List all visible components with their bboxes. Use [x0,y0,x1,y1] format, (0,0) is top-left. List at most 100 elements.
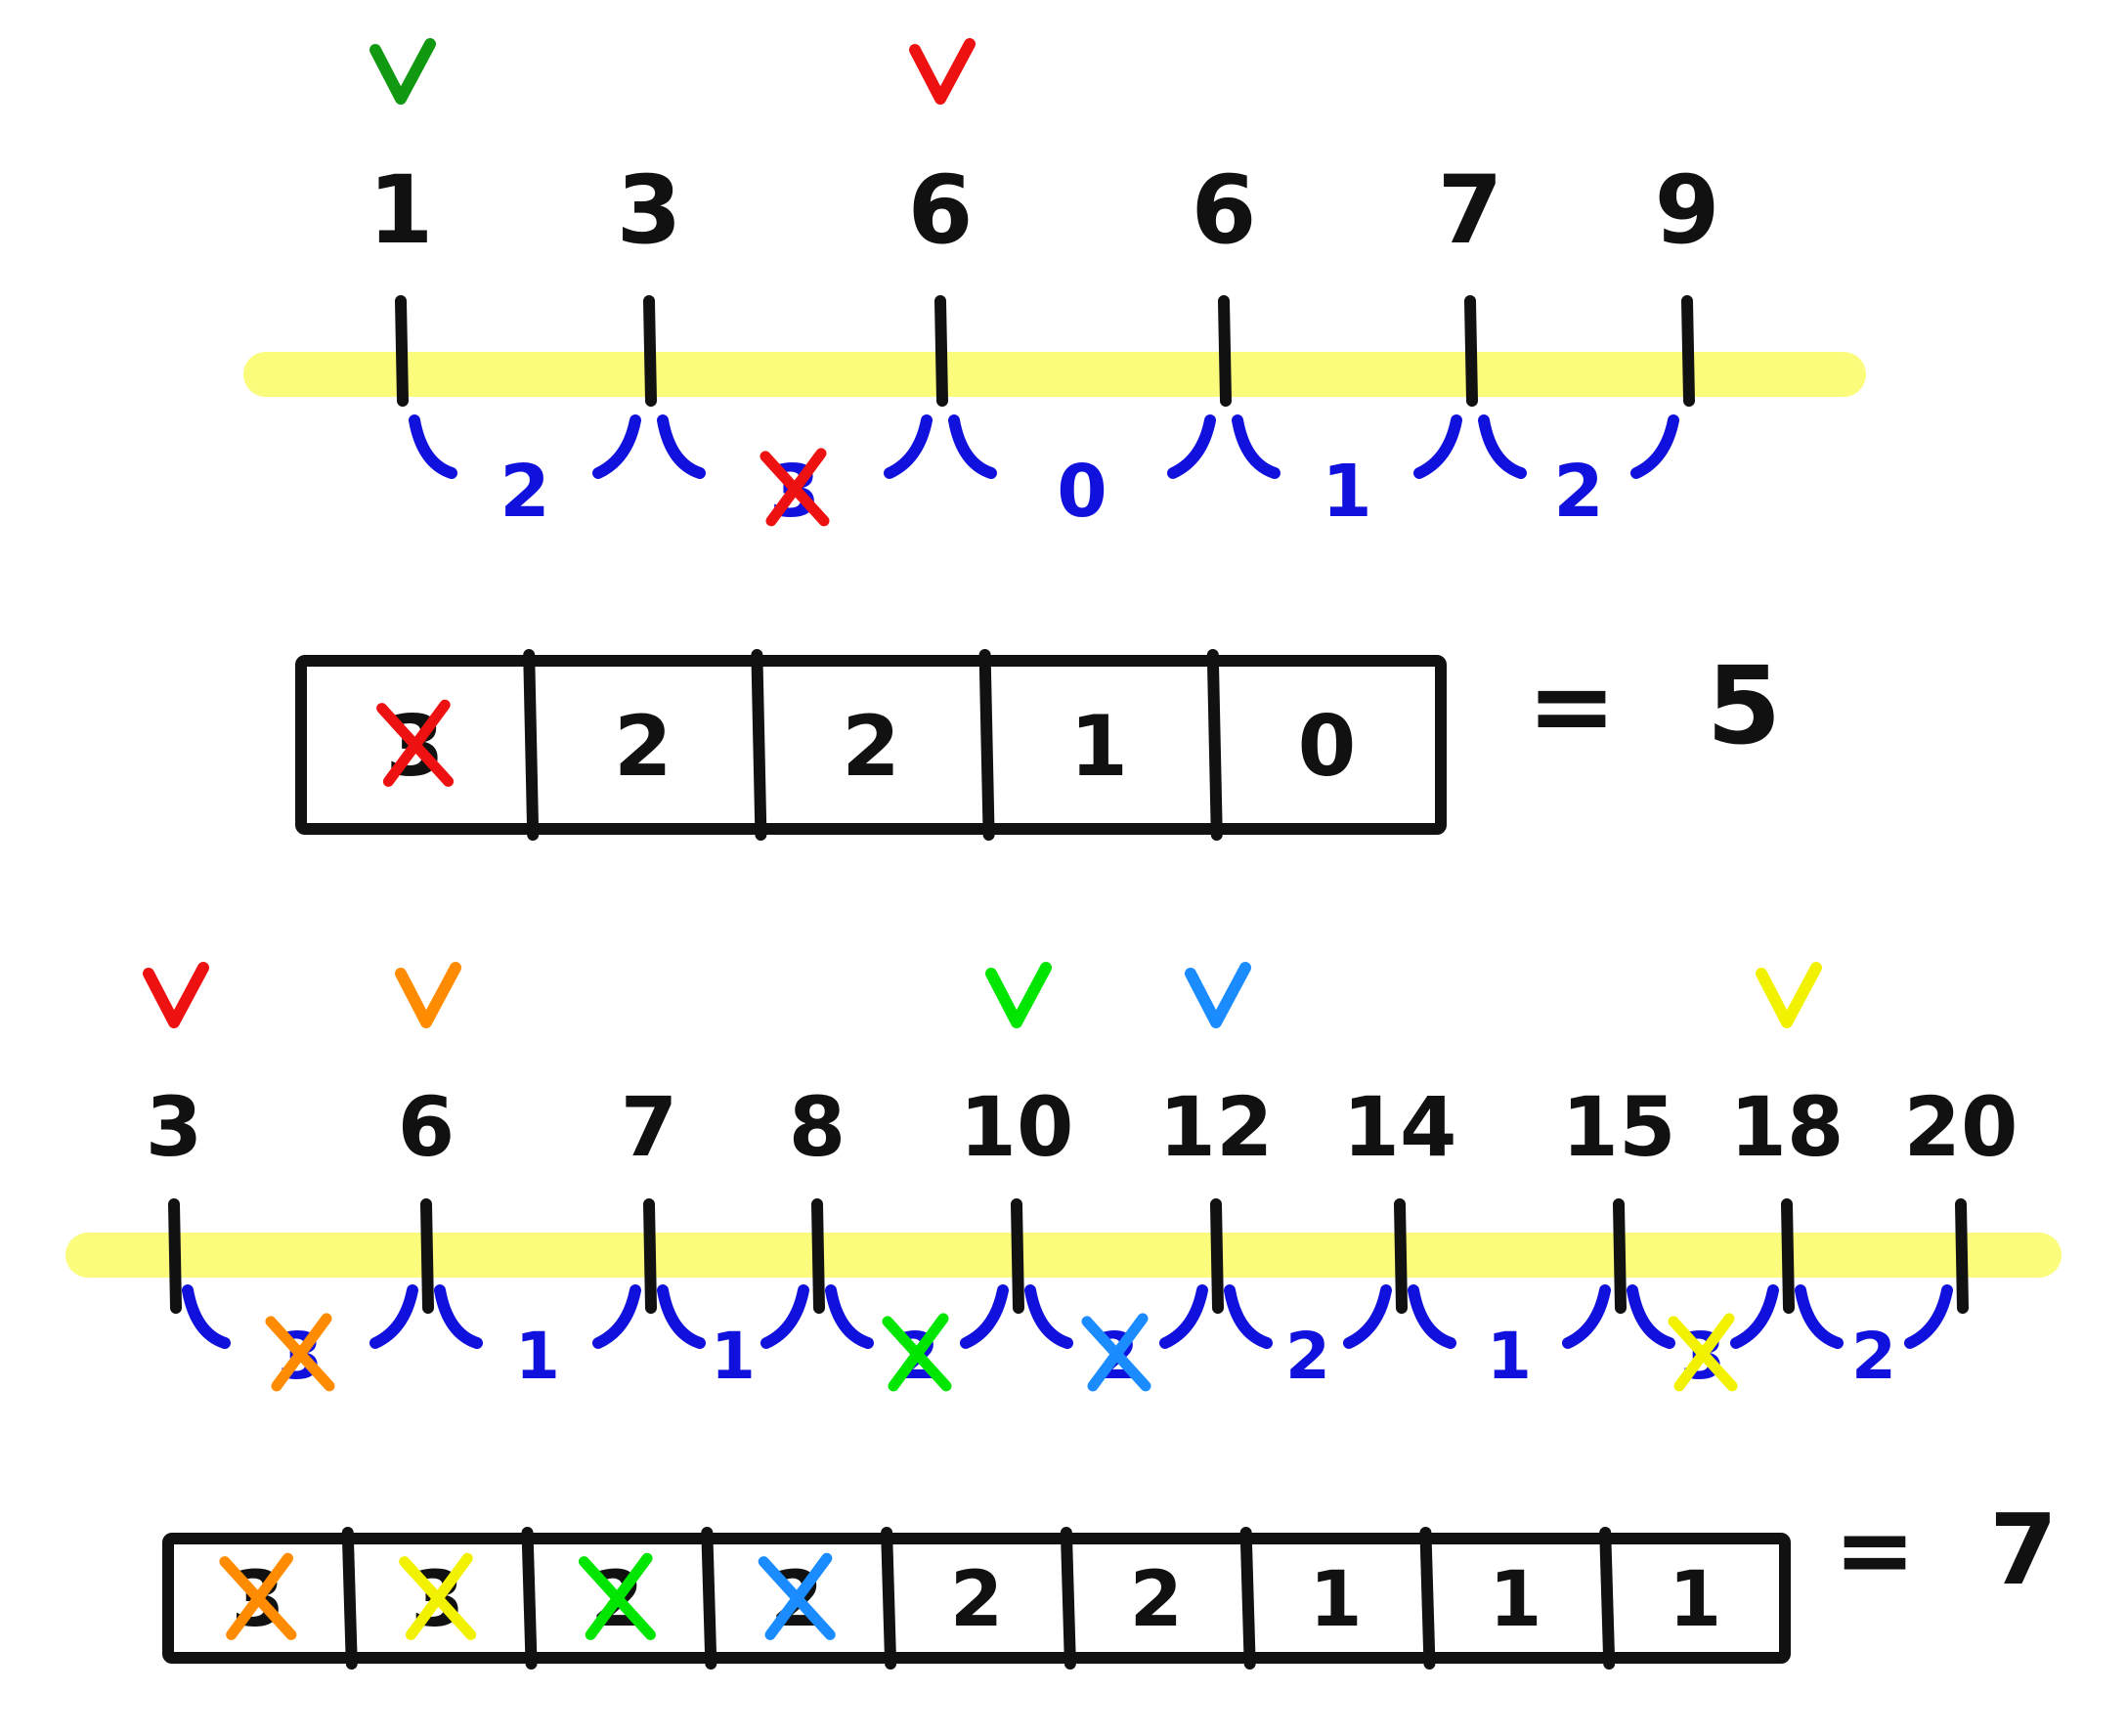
gap-cross-orange [265,1313,335,1392]
cell-divider [978,649,995,841]
cell-divider [1206,649,1223,841]
gap-value: 0 [1057,450,1107,534]
gap-cross-yellow [1668,1313,1738,1392]
cell-divider [751,649,767,841]
gap-brace-left [825,1284,874,1349]
sorted-cell-value: 0 [1297,698,1356,796]
gap-value: 2 [499,450,550,534]
gap-value: 1 [1487,1319,1532,1394]
check-mark-lime [985,962,1052,1028]
gap-value: 2 [1851,1319,1896,1394]
number-label: 9 [1655,155,1720,265]
gap-value: 1 [515,1319,560,1394]
sorted-cell-value: 1 [1309,1556,1362,1644]
check-mark-red [143,962,209,1028]
gap-cross-lime [882,1313,952,1392]
gap-brace-left [1408,1284,1456,1349]
gap-cross-red [760,448,830,527]
gap-brace-left [1795,1284,1844,1349]
tick-mark [420,1198,434,1314]
cell-divider [881,1527,897,1670]
sorted-cell-value: 2 [1130,1556,1183,1644]
tick-mark [643,295,657,407]
gap-brace-right [1904,1284,1953,1349]
cell-divider [521,1527,538,1670]
check-mark-orange [395,962,461,1028]
gap-brace-right [592,1284,641,1349]
tick-mark [811,1198,825,1314]
gap-brace-right [760,1284,809,1349]
cell-cross-lime [578,1552,656,1640]
gap-brace-left [657,1284,706,1349]
tick-mark [1781,1198,1795,1314]
cell-divider [1060,1527,1076,1670]
tick-mark [1011,1198,1024,1314]
gap-brace-left [434,1284,483,1349]
number-label: 8 [789,1079,846,1175]
gap-brace-right [1413,414,1462,479]
number-label: 7 [1438,155,1503,265]
gap-brace-right [1343,1284,1392,1349]
sorted-cell-value: 2 [842,698,900,796]
check-mark-red [909,38,976,105]
gap-brace-right [1167,414,1216,479]
tick-mark [1210,1198,1224,1314]
number-label: 14 [1343,1079,1457,1175]
number-label: 18 [1730,1079,1845,1175]
result-equals: = [1834,1493,1916,1607]
sorted-cell-value: 1 [1069,698,1128,796]
tick-mark [168,1198,182,1314]
sorted-cell-value: 1 [1669,1556,1721,1644]
gap-brace-right [1630,414,1679,479]
gap-value: 1 [1322,450,1372,534]
number-label: 6 [908,155,974,265]
gap-brace-left [409,414,457,479]
gap-value: 1 [711,1319,756,1394]
result-equals: = [1527,643,1617,768]
result-value: 7 [1989,1493,2058,1607]
cell-cross-red [376,699,455,787]
tick-mark [1218,295,1232,407]
tick-mark [934,295,948,407]
gap-brace-right [592,414,641,479]
check-mark-yellow [1756,962,1822,1028]
gap-brace-left [1478,414,1527,479]
sorted-gaps-box [295,655,1447,835]
check-mark-lightblue [1185,962,1251,1028]
gap-brace-right [1730,1284,1779,1349]
gap-brace-left [1224,1284,1273,1349]
number-label: 1 [369,155,434,265]
tick-mark [1464,295,1478,407]
cell-divider [1239,1527,1256,1670]
number-label: 20 [1904,1079,2018,1175]
gap-brace-left [948,414,997,479]
gap-brace-left [1232,414,1281,479]
number-label: 3 [617,155,682,265]
tick-mark [1681,295,1695,407]
gap-cross-lightblue [1081,1313,1151,1392]
tick-mark [1613,1198,1627,1314]
sorted-cell-value: 1 [1489,1556,1541,1644]
gap-brace-left [1024,1284,1073,1349]
gap-brace-left [657,414,706,479]
cell-divider [701,1527,717,1670]
gap-brace-left [182,1284,231,1349]
number-label: 15 [1562,1079,1676,1175]
gap-brace-right [960,1284,1009,1349]
sorted-cell-value: 2 [614,698,673,796]
gap-value: 2 [1285,1319,1330,1394]
cell-cross-yellow [399,1552,477,1640]
tick-mark [1394,1198,1408,1314]
cell-divider [1419,1527,1436,1670]
gap-brace-left [1627,1284,1675,1349]
number-label: 10 [960,1079,1074,1175]
cell-divider [1599,1527,1616,1670]
sorted-gaps-box [162,1533,1791,1664]
cell-divider [523,649,540,841]
gap-brace-right [884,414,933,479]
number-label: 3 [146,1079,202,1175]
gap-value: 2 [1553,450,1604,534]
